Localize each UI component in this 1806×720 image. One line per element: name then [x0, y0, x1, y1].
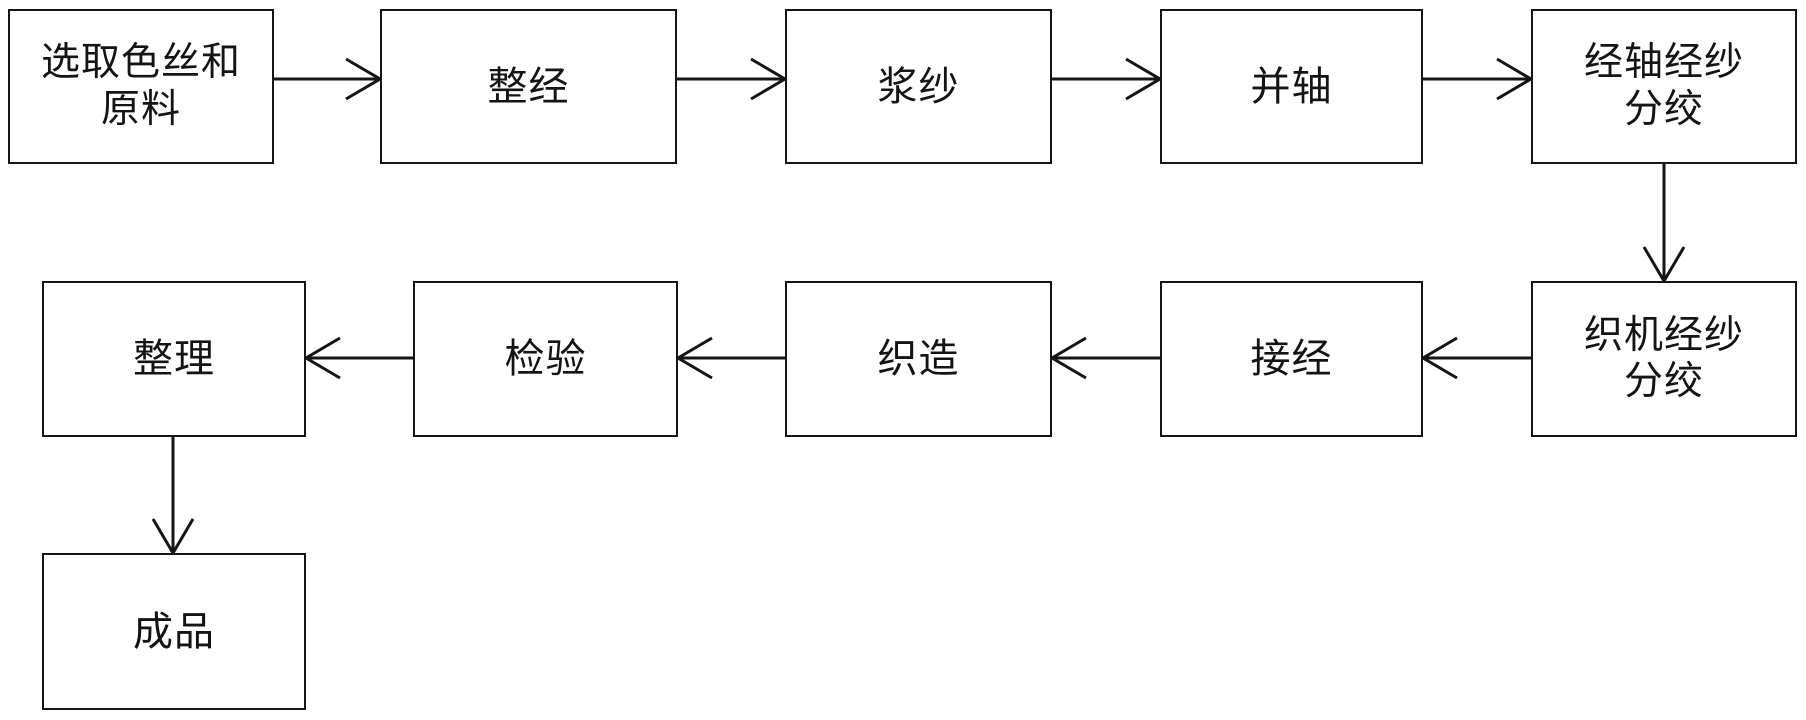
process-node-n4[interactable]: 并轴 [1160, 9, 1423, 164]
process-node-n8[interactable]: 织造 [785, 281, 1052, 437]
process-node-label: 织造 [877, 336, 960, 382]
edge-arrowhead [151, 518, 195, 556]
process-node-label: 接经 [1250, 336, 1333, 382]
process-node-label: 整经 [487, 63, 570, 109]
process-node-label: 整理 [133, 336, 215, 382]
edge-arrowhead [345, 57, 383, 101]
process-node-label: 并轴 [1250, 63, 1333, 109]
edge-arrowhead [1496, 57, 1534, 101]
edge-arrowhead [303, 336, 341, 380]
process-node-n11[interactable]: 成品 [42, 553, 306, 710]
process-node-n9[interactable]: 检验 [413, 281, 678, 437]
flow-edge-n10-to-n11 [151, 437, 195, 556]
flow-edge-n4-to-n5 [1423, 57, 1534, 101]
edge-arrowhead [1642, 246, 1686, 284]
process-node-n6[interactable]: 织机经纱 分绞 [1531, 281, 1797, 437]
flow-edge-n5-to-n6 [1642, 164, 1686, 284]
edge-arrowhead [750, 57, 788, 101]
edge-arrowhead [1125, 57, 1163, 101]
process-node-label: 浆纱 [877, 63, 960, 109]
edge-arrowhead [675, 336, 713, 380]
flow-edge-n8-to-n9 [675, 336, 785, 380]
process-node-label: 织机经纱 分绞 [1583, 313, 1744, 403]
flow-edge-n2-to-n3 [677, 57, 788, 101]
flow-edge-n6-to-n7 [1420, 336, 1531, 380]
process-node-n10[interactable]: 整理 [42, 281, 306, 437]
flow-edge-n1-to-n2 [274, 57, 383, 101]
edge-arrowhead [1049, 336, 1087, 380]
flow-edge-n9-to-n10 [303, 336, 413, 380]
process-node-label: 选取色丝和 原料 [40, 41, 241, 131]
edge-arrowhead [1420, 336, 1458, 380]
process-node-label: 检验 [504, 336, 587, 382]
process-node-n1[interactable]: 选取色丝和 原料 [8, 9, 274, 164]
process-node-n7[interactable]: 接经 [1160, 281, 1423, 437]
process-node-label: 经轴经纱 分绞 [1583, 41, 1744, 131]
flow-edge-n7-to-n8 [1049, 336, 1160, 380]
process-node-label: 成品 [133, 608, 215, 654]
flow-edge-n3-to-n4 [1052, 57, 1163, 101]
process-node-n3[interactable]: 浆纱 [785, 9, 1052, 164]
process-node-n2[interactable]: 整经 [380, 9, 677, 164]
process-node-n5[interactable]: 经轴经纱 分绞 [1531, 9, 1797, 164]
